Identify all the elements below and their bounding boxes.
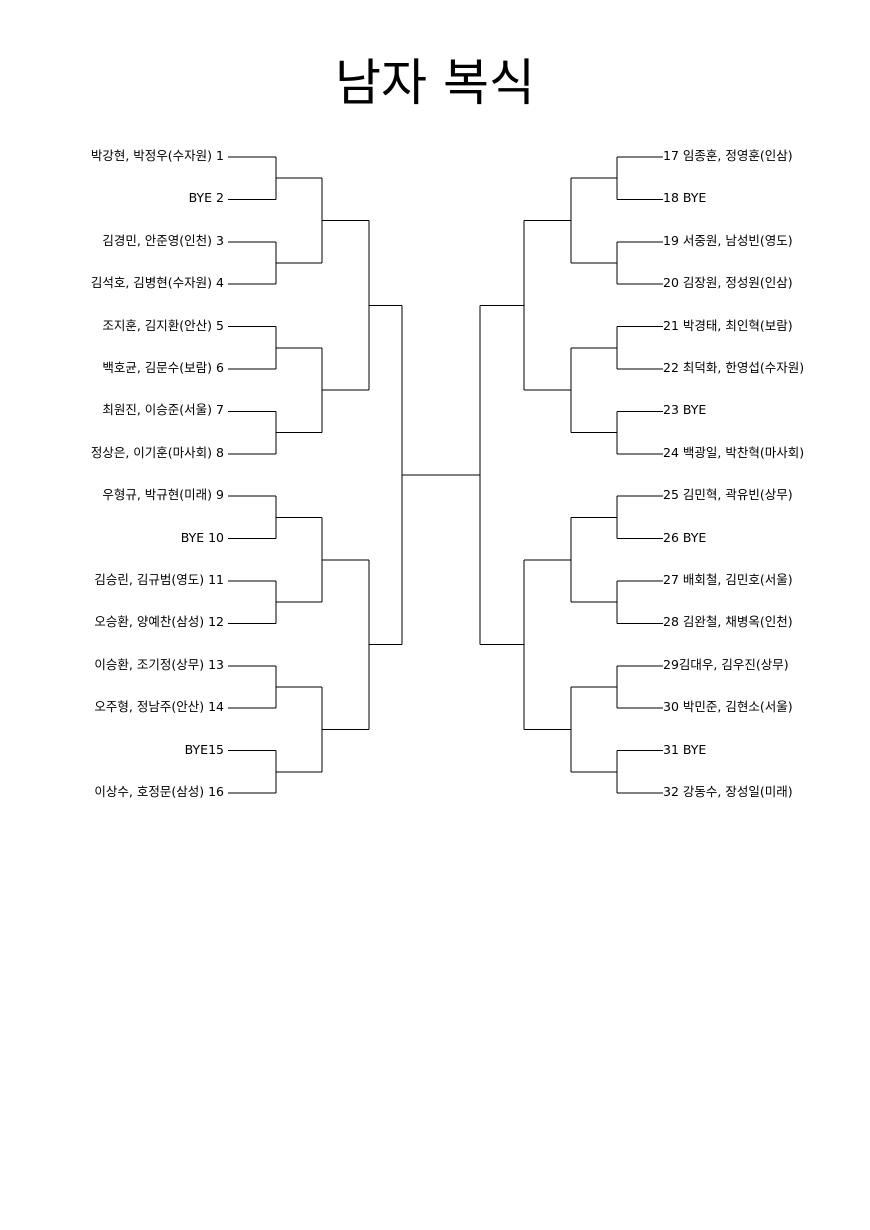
- left-entry-9: 우형규, 박규현(미래) 9: [102, 487, 224, 503]
- right-entry-16: 32 강동수, 장성일(미래): [663, 784, 793, 799]
- right-entry-10: 26 BYE: [663, 529, 707, 545]
- right-entry-12: 28 김완철, 채병옥(인천): [663, 614, 793, 630]
- left-entry-10: BYE 10: [180, 529, 224, 545]
- right-entry-6: 22 최덕화, 한영섭(수자원): [663, 360, 805, 375]
- right-entry-7: 23 BYE: [663, 402, 707, 418]
- left-entry-8: 정상은, 이기훈(마사회) 8: [90, 444, 224, 460]
- left-entry-7: 최원진, 이승준(서울) 7: [102, 402, 224, 418]
- left-entry-11: 김승린, 김규범(영도) 11: [94, 572, 224, 587]
- right-entry-8: 24 백광일, 박찬혁(마사회): [663, 444, 805, 460]
- right-entry-1: 17 임종훈, 정영훈(인삼): [663, 148, 793, 163]
- left-entry-13: 이승환, 조기정(상무) 13: [94, 656, 224, 672]
- left-entry-3: 김경민, 안준영(인천) 3: [102, 232, 224, 248]
- left-entry-12: 오승환, 양예찬(삼성) 12: [94, 614, 224, 630]
- left-entry-4: 김석호, 김병현(수자원) 4: [90, 275, 224, 291]
- left-entry-15: BYE15: [184, 741, 224, 757]
- left-entry-6: 백호균, 김문수(보람) 6: [102, 360, 224, 375]
- right-entry-13: 29김대우, 김우진(상무): [663, 656, 789, 672]
- right-entry-15: 31 BYE: [663, 741, 707, 757]
- right-entry-4: 20 김장원, 정성원(인삼): [663, 275, 793, 291]
- left-entry-2: BYE 2: [188, 190, 224, 206]
- left-entry-5: 조지훈, 김지환(안산) 5: [102, 317, 224, 333]
- left-entry-14: 오주형, 정남주(안산) 14: [94, 699, 224, 715]
- right-entry-3: 19 서중원, 남성빈(영도): [663, 232, 793, 248]
- left-entry-16: 이상수, 호정문(삼성) 16: [94, 784, 224, 799]
- left-entry-1: 박강현, 박정우(수자원) 1: [90, 148, 224, 163]
- right-entry-9: 25 김민혁, 곽유빈(상무): [663, 487, 793, 503]
- page-title: 남자 복식: [335, 54, 535, 112]
- right-entry-11: 27 배회철, 김민호(서울): [663, 572, 793, 587]
- right-entry-14: 30 박민준, 김현소(서울): [663, 699, 793, 715]
- right-entry-2: 18 BYE: [663, 190, 707, 206]
- right-entry-5: 21 박경태, 최인혁(보람): [663, 317, 793, 333]
